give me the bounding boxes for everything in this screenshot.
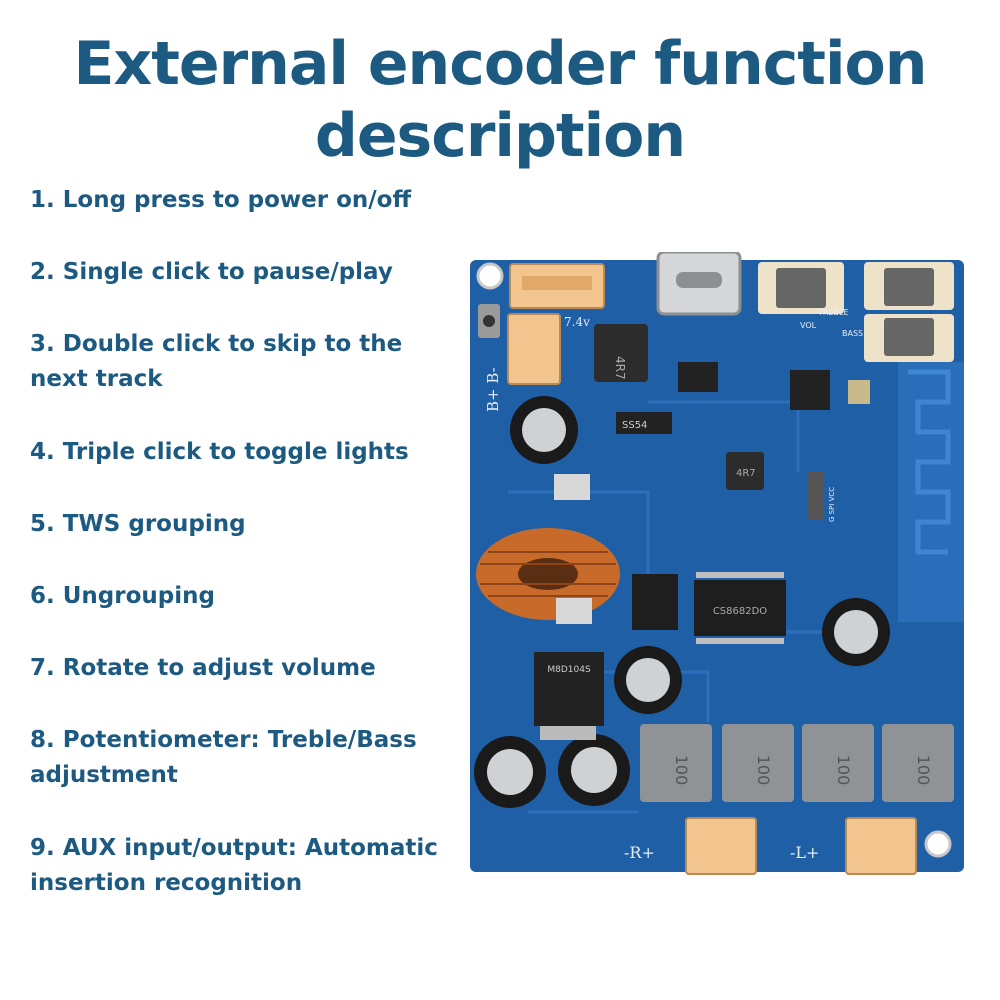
voltage-regulator [534, 652, 604, 726]
page-title: External encoder function description [0, 28, 1000, 172]
title-line-1: External encoder function [73, 29, 928, 99]
output-inductor-4: 100 [882, 724, 954, 802]
label-amp-chip: CS8682DO [713, 606, 767, 617]
capacitor-right [822, 598, 890, 666]
feature-aux: 9. AUX input/output: Automatic insertion… [30, 835, 438, 896]
spi-header [808, 472, 824, 520]
amplifier-chip [694, 580, 786, 636]
crystal [848, 380, 870, 404]
label-4r7-large: 4R7 [613, 356, 627, 380]
label-100-3: 100 [834, 755, 853, 786]
label-l-channel: -L+ [790, 843, 819, 862]
capacitor-bottom-left-2 [558, 734, 630, 806]
chip-ic [678, 362, 718, 392]
amplifier-board-image: 7.4v B+ B- VOL TREBLE BASS 4R7 SS54 4R7 … [468, 252, 968, 877]
capacitor-bottom-left-1 [474, 736, 546, 808]
label-bass: BASS [842, 329, 863, 338]
feature-tws-grouping: 5. TWS grouping [30, 511, 246, 537]
inductor-4r7-small [726, 452, 764, 490]
label-100-2: 100 [754, 755, 773, 786]
label-b-plus-minus: B+ B- [484, 367, 502, 412]
bluetooth-chip [790, 370, 830, 410]
feature-ungrouping: 6. Ungrouping [30, 583, 215, 609]
label-ss54: SS54 [622, 420, 647, 431]
ss54-diode [616, 412, 672, 434]
output-inductor-2: 100 [722, 724, 794, 802]
inductor-4r7-large [594, 324, 648, 382]
output-inductor-1: 100 [640, 724, 712, 802]
label-7v4: 7.4v [564, 315, 590, 329]
label-100-1: 100 [672, 755, 691, 786]
capacitor-top-left [510, 396, 578, 464]
toroid-inductor [476, 528, 620, 620]
mounting-hole [476, 262, 504, 290]
mounting-hole [924, 830, 952, 858]
label-4r7-small: 4R7 [736, 468, 756, 479]
feature-volume: 7. Rotate to adjust volume [30, 655, 376, 681]
label-r-channel: -R+ [624, 843, 655, 862]
feature-treble-bass: 8. Potentiometer: Treble/Bass adjustment [30, 727, 417, 788]
capacitor-middle [614, 646, 682, 714]
label-spi: G SPI VCC [828, 487, 836, 522]
feature-toggle-lights: 4. Triple click to toggle lights [30, 439, 409, 465]
feature-power: 1. Long press to power on/off [30, 187, 412, 213]
right-speaker-connector [685, 817, 757, 875]
label-regulator: M8D104S [547, 665, 591, 675]
output-inductor-3: 100 [802, 724, 874, 802]
left-speaker-connector [845, 817, 917, 875]
label-100-4: 100 [914, 755, 933, 786]
title-line-2: description [314, 101, 686, 171]
label-vol: VOL [800, 321, 817, 330]
battery-connector [507, 313, 561, 385]
feature-next-track: 3. Double click to skip to the next trac… [30, 331, 403, 392]
feature-pause-play: 2. Single click to pause/play [30, 259, 393, 285]
label-treble: TREBLE [817, 308, 849, 317]
driver-chip [632, 574, 678, 630]
